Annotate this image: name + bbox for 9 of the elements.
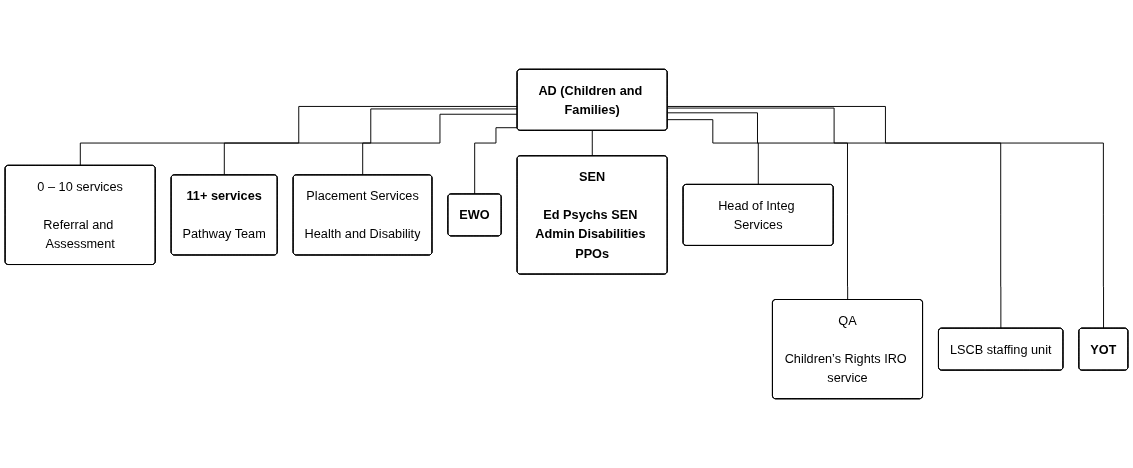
connector — [667, 107, 1002, 329]
connector — [223, 108, 518, 176]
connector — [591, 130, 593, 157]
connector — [79, 105, 518, 167]
connector — [667, 112, 849, 301]
connector — [362, 113, 518, 176]
connector — [667, 106, 1105, 329]
connector — [474, 127, 518, 195]
connector — [667, 119, 759, 186]
